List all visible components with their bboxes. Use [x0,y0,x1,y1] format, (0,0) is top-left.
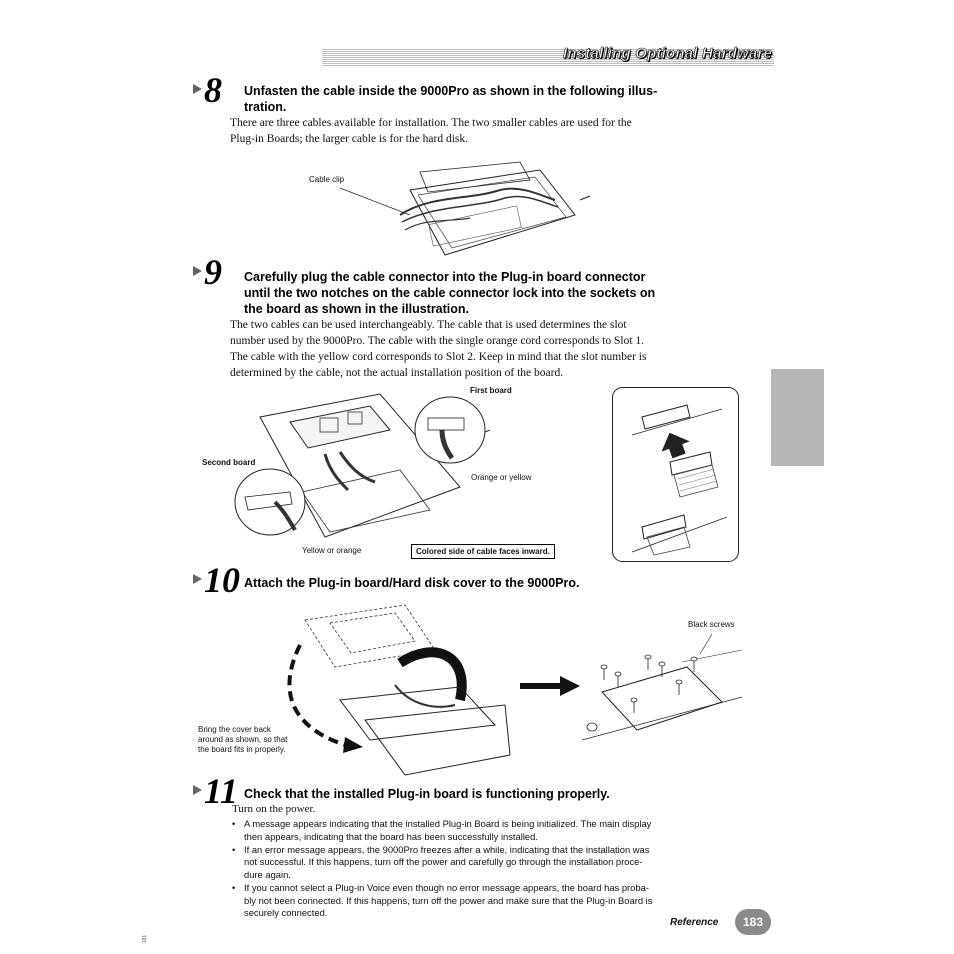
step-heading: Carefully plug the cable connector into … [244,270,656,316]
margin-number: 181 [142,934,149,944]
side-thumb-tab [771,369,824,466]
step-heading: Attach the Plug-in board/Hard disk cover… [244,576,580,590]
step-number: 8 [204,70,222,110]
step-heading: Check that the installed Plug-in board i… [244,787,610,801]
caption-first-board: First board [470,386,512,395]
step-arrow-icon [193,785,202,795]
caption-orange-or-yellow: Orange or yellow [471,473,532,482]
cable-clip-illustration [339,161,591,256]
caption-yellow-or-orange: Yellow or orange [302,546,362,555]
cover-attach-illustration [287,604,511,776]
black-screws-illustration [581,633,743,741]
list-item: If you cannot select a Plug-in Voice eve… [232,882,687,920]
footer-section-label: Reference [670,917,719,928]
right-arrow-icon [520,676,580,696]
step-body: The two cables can be used interchangeab… [230,319,647,379]
board-connection-illustration [234,393,491,538]
header-band [322,48,774,66]
caption-bring-cover-back: Bring the cover back around as shown, so… [198,725,288,754]
connector-detail-illustration [612,387,739,562]
step-body: Turn on the power. [232,803,316,815]
caption-black-screws: Black screws [688,620,735,629]
page-section-title: Installing Optional Hardware [563,45,772,63]
step-bullet-list: A message appears indicating that the in… [232,818,687,920]
list-item: If an error message appears, the 9000Pro… [232,844,687,882]
note-colored-side: Colored side of cable faces inward. [411,544,555,559]
step-arrow-icon [193,84,202,94]
list-item: A message appears indicating that the in… [232,818,687,843]
caption-cable-clip: Cable clip [309,175,345,184]
step-number: 9 [204,252,222,292]
step-body: There are three cables available for ins… [230,117,632,145]
step-arrow-icon [193,574,202,584]
step-number: 10 [204,560,240,600]
caption-second-board: Second board [202,458,256,467]
page-number-badge: 183 [735,909,771,935]
step-heading: Unfasten the cable inside the 9000Pro as… [244,84,658,114]
step-number: 11 [204,771,239,811]
step-arrow-icon [193,266,202,276]
